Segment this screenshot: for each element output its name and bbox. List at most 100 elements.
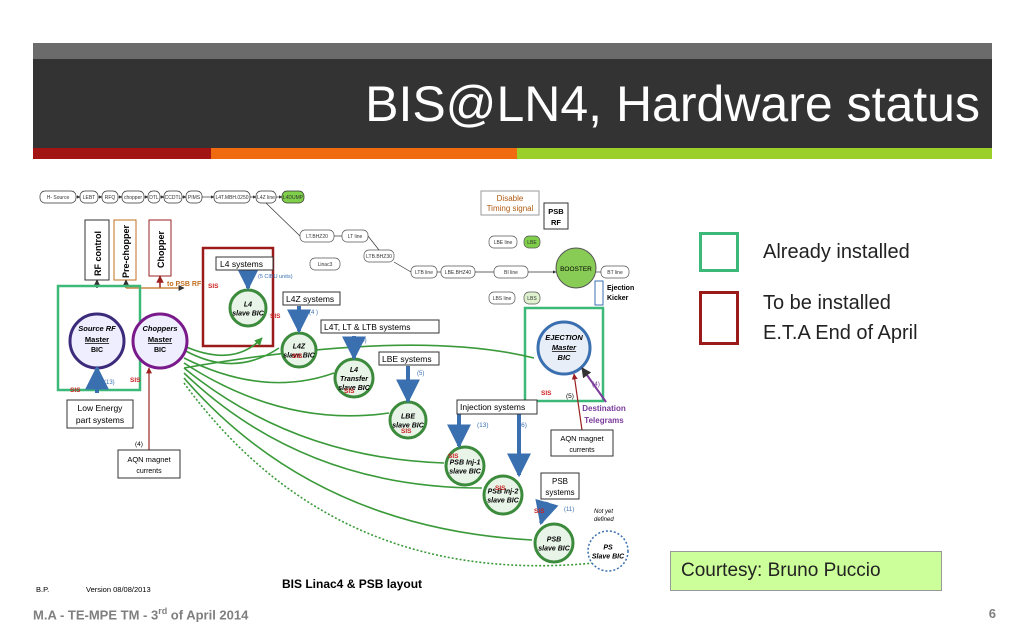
beamline-element-label: DTL — [149, 195, 159, 201]
source-rf-master-bic: Source RF Master BIC — [68, 312, 126, 370]
control-boxes: RF control Pre-chopper Chopper to PSB RF — [84, 219, 202, 291]
sis-label: SIS — [292, 353, 303, 360]
line-element-label: LT line — [348, 234, 363, 240]
footer-prefix: M.A - TE-MPE TM - 3 — [33, 607, 159, 623]
booster-area: Disable Timing signal PSB RF BOOSTER Eje… — [480, 190, 634, 306]
line-element — [488, 291, 516, 305]
aqn-left-count: (4) — [135, 441, 143, 448]
diagram-caption-area: B.P. Version 08/08/2013 BIS Linac4 & PSB… — [36, 577, 422, 594]
ejection-bic-label: EJECTION — [545, 333, 583, 342]
sis-label: SIS — [130, 377, 141, 384]
destination-arrow — [581, 367, 607, 403]
line-element — [523, 235, 541, 249]
aqn-right-line2: currents — [569, 447, 595, 454]
source-rf-line3: BIC — [91, 347, 103, 354]
slave-bic-label: L4 — [244, 302, 252, 309]
slave-bic-label: slave BIC — [538, 546, 570, 553]
line-element-label: LBE.BHZ40 — [445, 270, 472, 276]
to-install-frame-l4 — [201, 246, 275, 348]
slave-bic-label: slave BIC — [283, 353, 315, 360]
ejection-count: (5) — [566, 393, 574, 400]
disable-timing-line2: Timing signal — [487, 204, 534, 213]
slave-bic-label: slave BIC — [392, 423, 424, 430]
beamline-element-label: L4DUMP — [283, 195, 304, 201]
psb-rf-line1: PSB — [548, 207, 564, 216]
aqn-left-line2: currents — [136, 468, 162, 475]
accent-stripe-green — [517, 148, 992, 159]
aqn-left-line1: AQN magnet — [127, 455, 171, 464]
beamline-element-label: H- Source — [47, 195, 70, 201]
choppers-line2: Master — [148, 335, 172, 344]
psb-rf-line2: RF — [551, 218, 561, 227]
accent-stripe-red — [33, 148, 211, 159]
slave-bic: PSB slave BIC — [533, 522, 575, 564]
system-boxes: L4 systems (5 CIBU units) L4Z systems (4… — [66, 256, 626, 523]
line-element-label: LTB line — [415, 270, 433, 276]
not-yet-line2: defined — [594, 517, 614, 523]
line-element-label: LBE line — [494, 240, 513, 246]
slave-bic-label: PS — [603, 545, 613, 552]
l4t-systems-label: L4T, LT & LTB systems — [324, 322, 410, 332]
beamline-element-label: L4T.MBH.0250 — [215, 195, 248, 201]
l4-units-label: (5 CIBU units) — [258, 274, 293, 280]
footer-text: M.A - TE-MPE TM - 3rd of April 2014 — [33, 606, 248, 622]
sis-label: SIS — [401, 428, 412, 435]
diagram-caption: BIS Linac4 & PSB layout — [282, 577, 422, 591]
line-element-label: BT line — [607, 270, 623, 276]
injection-systems-label: Injection systems — [460, 402, 525, 412]
low-energy-line2: part systems — [76, 415, 124, 425]
slave-bic-label: PSB Inj-2 — [488, 489, 519, 496]
aqn-arrow — [571, 373, 583, 431]
slave-bic-label: Transfer — [340, 376, 369, 383]
ejection-kicker-line2: Kicker — [607, 295, 629, 302]
booster-label: BOOSTER — [560, 266, 592, 273]
ejection-bic-label: BIC — [558, 353, 572, 362]
l4z-count: (4 ) — [309, 310, 318, 316]
ejection-kicker-line1: Ejection — [607, 285, 634, 292]
legend-to-install-swatch — [699, 291, 739, 345]
low-energy-line1: Low Energy — [78, 403, 124, 413]
l4z-systems-label: L4Z systems — [286, 294, 334, 304]
line-element — [523, 291, 541, 305]
beamline-element-label: LEBT — [83, 195, 96, 201]
beamline-element-label: CCDTL — [165, 195, 182, 201]
page-number: 6 — [988, 606, 996, 621]
dest-line2: Telegrams — [584, 416, 624, 425]
courtesy-box: Courtesy: Bruno Puccio — [670, 551, 942, 591]
sis-label: SIS — [70, 387, 81, 394]
title-bar — [33, 59, 992, 148]
slave-bic-label: PSB Inj-1 — [450, 460, 481, 467]
line-element-label: LT.BHZ20 — [306, 234, 328, 240]
sis-label: SIS — [344, 388, 355, 395]
slave-bic-label: slave BIC — [487, 498, 519, 505]
rf-control-label: RF control — [93, 231, 103, 276]
slave-bic-label: PSB — [547, 537, 561, 544]
line-element-label: LBS line — [493, 296, 512, 302]
line-element-label: LBS — [527, 296, 537, 302]
line-element-label: LTB.BHZ30 — [366, 254, 392, 260]
chopper-label: Chopper — [156, 231, 166, 268]
version: Version 08/08/2013 — [86, 585, 151, 594]
slave-bic-label: L4 — [350, 367, 358, 374]
legend-to-install-line2: E.T.A End of April — [763, 322, 918, 344]
sis-label: SIS — [270, 313, 281, 320]
ejection-bic-label: Master — [552, 343, 577, 352]
line-element-label: Linac3 — [318, 262, 333, 268]
l4-systems-label: L4 systems — [220, 259, 263, 269]
beamline-element-label: L4Z line — [257, 195, 275, 201]
dest-count: (4) — [592, 381, 600, 388]
legend-to-install-line1: To be installed — [763, 292, 891, 314]
choppers-line3: BIC — [154, 347, 166, 354]
lbe-systems-label: LBE systems — [382, 354, 432, 364]
footer-sup: rd — [158, 606, 168, 616]
slave-bic-label: LBE — [401, 414, 415, 421]
disable-timing-line1: Disable — [497, 194, 524, 203]
legend-installed-swatch — [699, 232, 739, 272]
sis-label: SIS — [448, 453, 459, 460]
